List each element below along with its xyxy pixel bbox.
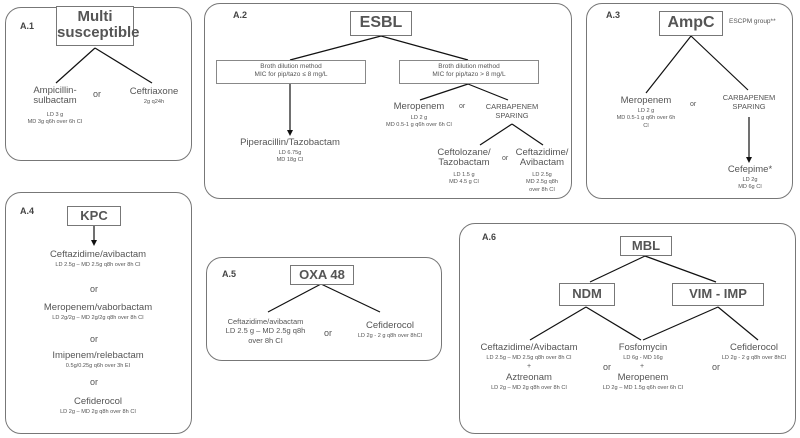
a6-connector-ndm [589, 255, 646, 283]
a3-cefepime-dose: LD 2g MD 6g CI [738, 177, 762, 191]
a2-mero-drug: Meropenem [393, 101, 445, 112]
a4-or1: or [90, 284, 99, 294]
a2-carbapenem-sparing: CARBAPENEM SPARING [485, 102, 539, 121]
a6-fdc-drug: Cefiderocol [729, 342, 779, 353]
a6-azt-dose: LD 2g – MD 2g q8h over 8h CI [491, 385, 567, 391]
a2-connector-ctol [479, 123, 513, 146]
a1-title-line1: Multi [77, 8, 113, 25]
a6-fos-dose: LD 6g - MD 16g [623, 355, 663, 361]
a5-connector-right [320, 283, 381, 313]
a2-connector-cs [467, 83, 509, 101]
panel-a4 [5, 192, 192, 434]
a3-arrow-cefepime [746, 157, 752, 163]
a4-arrow [91, 240, 97, 246]
a6-cza-drug: Ceftazidime/Avibactam [480, 342, 578, 353]
a6-connector-cza [529, 306, 587, 341]
a6-connector-fos-vim [642, 306, 719, 341]
panel-a6-label: A.6 [482, 232, 497, 242]
a4-drug2: Meropenem/vaborbactam [43, 302, 153, 313]
a3-connector-left [645, 35, 692, 94]
a4-drug3: Imipenem/relebactam [52, 350, 144, 361]
a3-mero-dose: LD 2 g MD 0.5-1 g q6h over 6h CI [616, 108, 676, 129]
a1-right-drug: Ceftriaxone [129, 86, 179, 97]
a1-or: or [93, 89, 102, 99]
a3-cefepime-drug: Cefepime* [727, 164, 773, 175]
a6-ndm-box: NDM [559, 283, 615, 306]
panel-a5 [206, 257, 442, 361]
a2-connector-left [289, 35, 382, 61]
panel-a1-label: A.1 [20, 21, 35, 31]
a2-connector-mero [419, 83, 469, 101]
a4-or2: or [90, 334, 99, 344]
a2-mero-dose: LD 2 g MD 0.5-1 g q6h over 6h CI [386, 115, 452, 129]
a3-title-box: AmpC [659, 11, 723, 36]
panel-a3 [586, 3, 793, 199]
a2-or2: or [502, 155, 509, 162]
a6-connector-vim [644, 255, 717, 283]
a6-mero-dose: LD 2g – MD 1.5g q6h over 6h CI [602, 385, 684, 391]
panel-a4-label: A.4 [20, 206, 35, 216]
a6-or1: or [603, 362, 612, 372]
a4-dose1: LD 2.5g – MD 2.5g q8h over 8h CI [55, 262, 141, 268]
a2-cza-drug: Ceftazidime/ Avibactam [515, 147, 569, 169]
a1-title-line2: susceptible [57, 23, 140, 41]
a2-connector-right [380, 35, 469, 61]
a2-cza-dose: LD 2.5g MD 2.5g q8h over 8h CI [525, 172, 559, 193]
a6-or2: or [712, 362, 721, 372]
a3-mero-drug: Meropenem [620, 95, 672, 106]
a5-connector-left [267, 283, 322, 313]
a4-drug1: Ceftazidime/avibactam [49, 249, 147, 260]
a6-connector-fdc [717, 306, 759, 341]
a6-mero-drug: Meropenem [617, 372, 669, 383]
a5-or: or [324, 328, 333, 338]
a6-fdc-dose: LD 2g - 2 g q8h over 8hCI [721, 355, 787, 361]
a3-carbapenem-sparing: CARBAPENEM SPARING [722, 93, 776, 112]
a5-title-box: OXA 48 [290, 265, 354, 285]
a4-dose3: 0.5g/0.25g q6h over 3h EI [65, 363, 131, 369]
a1-connector-right [94, 47, 153, 84]
a3-note: ESCPM group** [729, 18, 776, 25]
a2-title-box: ESBL [350, 11, 412, 36]
a6-title-box: MBL [620, 236, 672, 256]
a2-arrow-pip [287, 130, 293, 136]
a2-box-left: Broth dilution method MIC for pip/tazo ≤… [216, 60, 366, 84]
panel-a2-label: A.2 [233, 10, 248, 20]
a1-right-dose: 2g q24h [143, 99, 165, 105]
a3-or: or [690, 101, 697, 108]
a6-azt-drug: Aztreonam [506, 372, 552, 383]
panel-a5-label: A.5 [222, 269, 237, 279]
a1-title-box: Multi susceptible [56, 6, 140, 46]
a6-plus1: + [527, 363, 532, 370]
a1-connector-left [55, 47, 96, 84]
a5-right-drug: Cefiderocol [365, 320, 415, 331]
a4-drug4: Cefiderocol [73, 396, 123, 407]
a2-box-right: Broth dilution method MIC for pip/tazo >… [399, 60, 539, 84]
a4-dose4: LD 2g – MD 2g q8h over 8h CI [60, 409, 136, 415]
a1-left-dose: LD 3 g MD 3g q6h over 6h CI [27, 112, 83, 126]
a6-plus2: + [640, 363, 645, 370]
a4-dose2: LD 2g/2g – MD 2g/2g q8h over 8h CI [52, 315, 144, 321]
a5-left-text: Ceftazidime/avibactam LD 2.5 g – MD 2.5g… [225, 317, 306, 345]
panel-a3-label: A.3 [606, 10, 621, 20]
a1-left-drug: Ampicillin- sulbactam [33, 85, 77, 107]
a4-or3: or [90, 377, 99, 387]
a2-ctol-dose: LD 1.5 g MD 4.5 g CI [449, 172, 479, 186]
a2-or1: or [459, 103, 466, 110]
a6-vim-box: VIM - IMP [672, 283, 764, 306]
a6-connector-fos-ndm [585, 306, 642, 341]
a5-right-dose: LD 2g - 2 g q8h over 8hCI [357, 333, 423, 339]
a6-cza-dose: LD 2.5g – MD 2.5g q8h over 8h CI [486, 355, 572, 361]
a3-connector-right [690, 35, 749, 91]
a4-title-box: KPC [67, 206, 121, 226]
a2-pip-drug: Piperacillin/Tazobactam [240, 137, 340, 148]
a6-fos-drug: Fosfomycin [618, 342, 668, 353]
a2-pip-dose: LD 6.75g MD 18g CI [276, 150, 304, 164]
panel-a2 [204, 3, 572, 199]
a2-connector-cza [511, 123, 544, 146]
a2-ctol-drug: Ceftolozane/ Tazobactam [437, 147, 491, 169]
panel-a6 [459, 223, 796, 434]
